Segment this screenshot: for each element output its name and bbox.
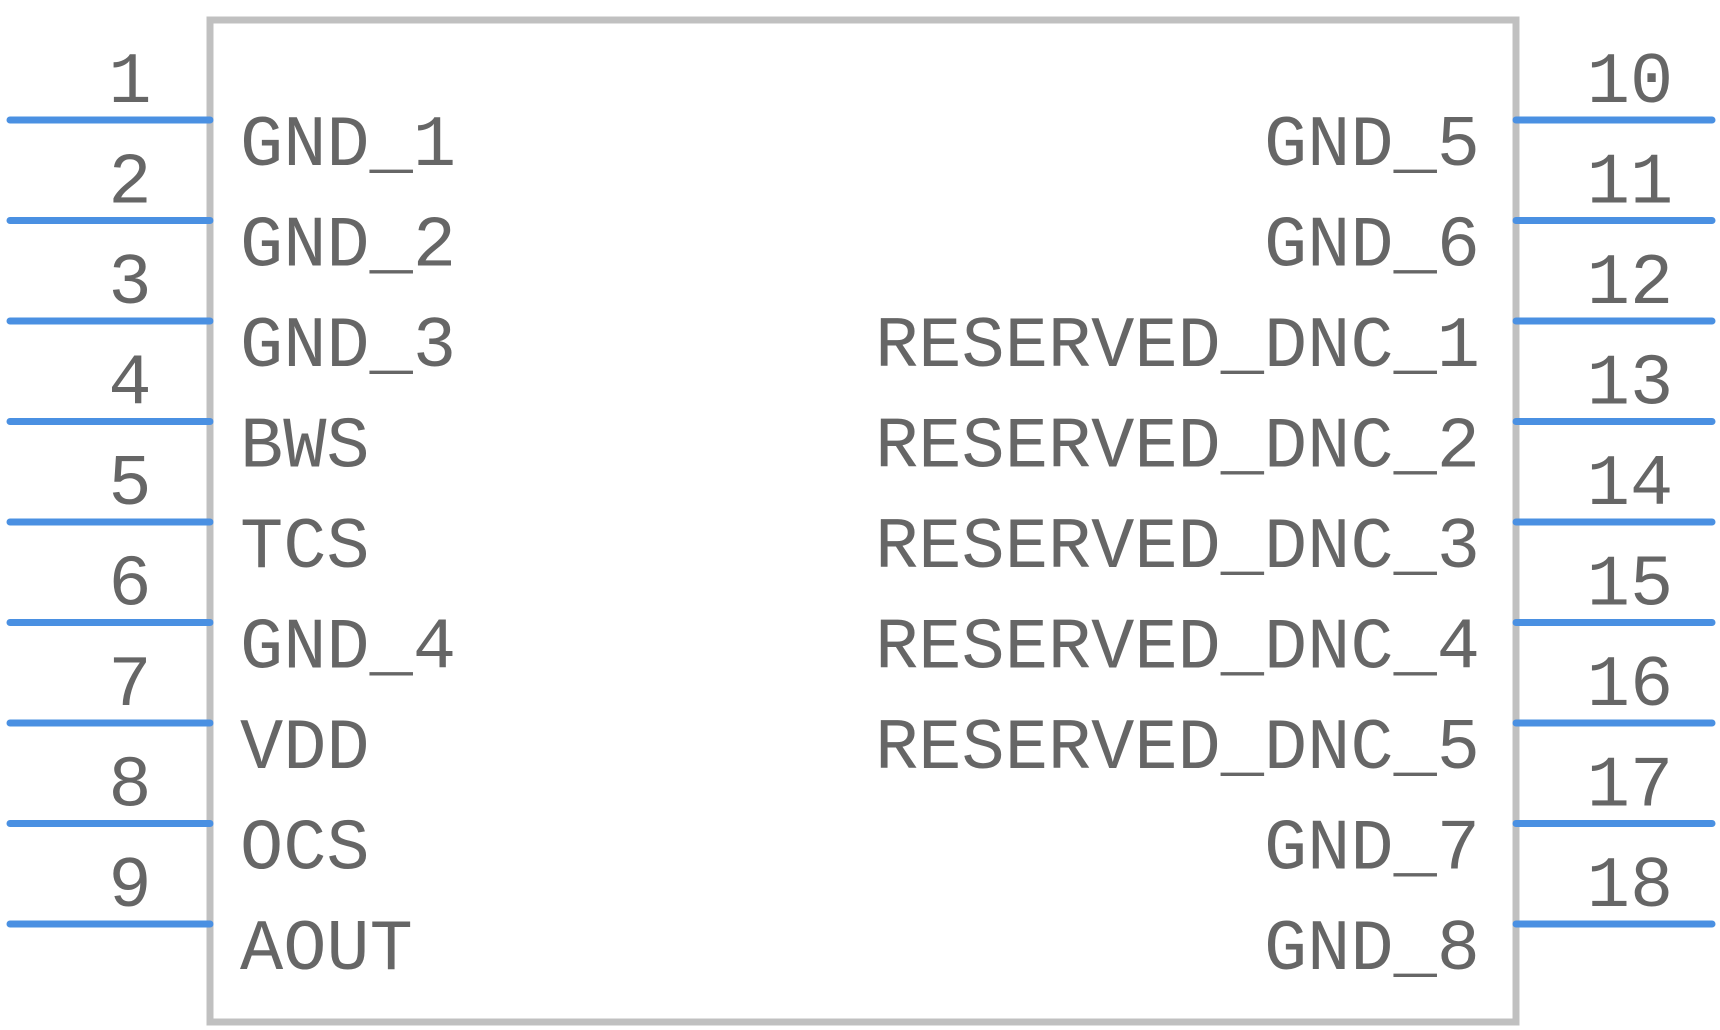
- pin-18-number: 18: [1587, 846, 1673, 928]
- pin-6-label: GND_4: [240, 608, 456, 690]
- pin-4-label: BWS: [240, 407, 370, 489]
- pin-1-label: GND_1: [240, 105, 456, 187]
- pin-3-number: 3: [108, 243, 151, 325]
- pin-13-number: 13: [1587, 344, 1673, 426]
- pin-8-label: OCS: [240, 809, 370, 891]
- pin-11-number: 11: [1587, 143, 1673, 225]
- pin-3-label: GND_3: [240, 306, 456, 388]
- pin-16-number: 16: [1587, 645, 1673, 727]
- pin-10-label: GND_5: [1264, 105, 1480, 187]
- pin-7-number: 7: [108, 645, 151, 727]
- pin-7-label: VDD: [240, 708, 370, 790]
- pin-2-number: 2: [108, 143, 151, 225]
- pin-17-label: GND_7: [1264, 809, 1480, 891]
- pin-11-label: GND_6: [1264, 206, 1480, 288]
- pin-12-number: 12: [1587, 243, 1673, 325]
- pin-1-number: 1: [108, 42, 151, 124]
- pin-10-number: 10: [1587, 42, 1673, 124]
- pin-9-label: AOUT: [240, 909, 413, 991]
- pin-5-label: TCS: [240, 507, 370, 589]
- pin-15-number: 15: [1587, 545, 1673, 627]
- pin-15-label: RESERVED_DNC_4: [875, 608, 1480, 690]
- pin-4-number: 4: [108, 344, 151, 426]
- pin-2-label: GND_2: [240, 206, 456, 288]
- pin-9-number: 9: [108, 846, 151, 928]
- pin-8-number: 8: [108, 746, 151, 828]
- pin-18-label: GND_8: [1264, 909, 1480, 991]
- pin-14-label: RESERVED_DNC_3: [875, 507, 1480, 589]
- pin-12-label: RESERVED_DNC_1: [875, 306, 1480, 388]
- pin-16-label: RESERVED_DNC_5: [875, 708, 1480, 790]
- pin-17-number: 17: [1587, 746, 1673, 828]
- pin-13-label: RESERVED_DNC_2: [875, 407, 1480, 489]
- pin-5-number: 5: [108, 444, 151, 526]
- pin-14-number: 14: [1587, 444, 1673, 526]
- pin-6-number: 6: [108, 545, 151, 627]
